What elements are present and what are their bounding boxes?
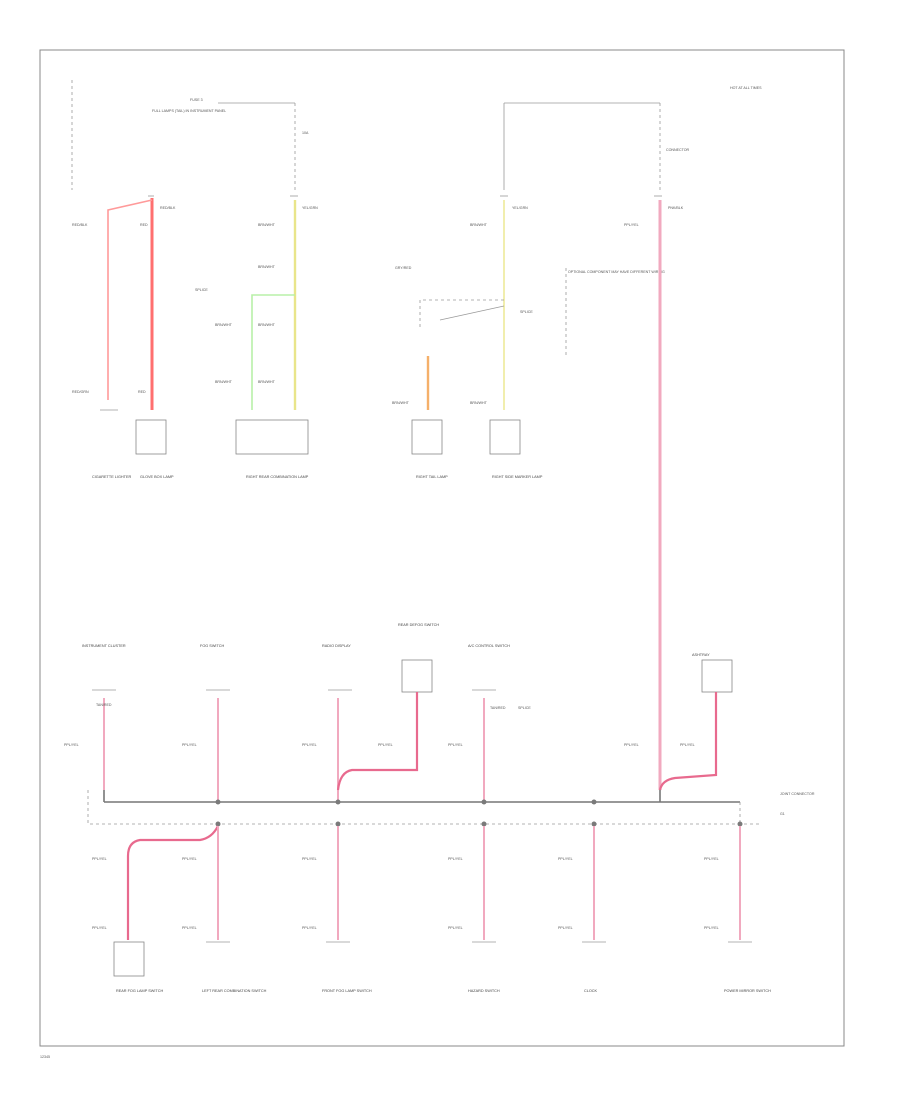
wire-label-combo-5: BRN/WHT: [258, 323, 276, 327]
side-marker-box: [489, 419, 521, 455]
wire-label-tail-top: GRY/RED: [395, 266, 412, 270]
wire-defog: [336, 692, 419, 791]
ashtray-box: [701, 659, 733, 693]
mid-label-ac-note: SPLICE: [518, 706, 531, 710]
bot-comp-3: HAZARD SWITCH: [468, 989, 500, 993]
wire-label-marker-bottom: BRN/WHT: [470, 401, 488, 405]
wire-tail-diag: [439, 305, 505, 321]
tail-lamp-box: [411, 419, 443, 455]
bot-comp-4: CLOCK: [584, 989, 598, 993]
mid-label-ashtray: PPL/YEL: [680, 743, 695, 747]
top-fuse-label: FUSE 3: [190, 98, 203, 102]
wire-label-tail-bottom: BRN/WHT: [392, 401, 410, 405]
wire-label-lighter-bottom: RED/GRN: [72, 390, 89, 394]
bot-comp-0: REAR FOG LAMP SWITCH: [116, 989, 163, 993]
top-comp-0: CIGARETTE LIGHTER: [92, 475, 131, 479]
top-comp-4: RIGHT SIDE MARKER LAMP: [492, 475, 543, 479]
bot-label-4a: PPL/YEL: [448, 857, 463, 861]
bot-label-3a: PPL/YEL: [302, 857, 317, 861]
glovebox-lamp-box: [135, 419, 167, 455]
ground-conn-label: JOINT CONNECTOR: [780, 792, 815, 796]
wire-tail-splice: [419, 299, 504, 330]
rear-combo-lamp-box: [235, 419, 309, 455]
ground-bus-outline: [87, 790, 760, 825]
rear-defog-switch-box: [401, 659, 433, 693]
wire-label-lighter: RED/BLK: [72, 223, 88, 227]
bot-label-2a: PPL/YEL: [182, 857, 197, 861]
bot-label-6a: PPL/YEL: [704, 857, 719, 861]
wire-label-combo-7: BRN/WHT: [258, 380, 276, 384]
bot-label-1b: PPL/YEL: [92, 926, 107, 930]
wire-label-marker-1: BRN/WHT: [470, 223, 488, 227]
hot-note-label: HOT AT ALL TIMES: [730, 86, 762, 90]
wire-label-marker-top: YEL/GRN: [512, 206, 528, 210]
bot-label-6b: PPL/YEL: [704, 926, 719, 930]
wire-label-pink-top: PNK/BLK: [668, 206, 684, 210]
mid-label-cluster: TAN/RED: [96, 703, 112, 707]
mid-comp-3: REAR DEFOG SWITCH: [398, 623, 439, 627]
rear-fog-switch-box: [113, 941, 145, 977]
diagram-frame: [39, 49, 845, 1047]
wire-lighter-red: [107, 199, 153, 400]
top-comp-2: RIGHT REAR COMBINATION LAMP: [246, 475, 309, 479]
wire-label-glovebox-bottom: RED: [138, 390, 146, 394]
wire-label-combo-1: BRN/WHT: [258, 223, 276, 227]
bot-comp-2: FRONT FOG LAMP SWITCH: [322, 989, 372, 993]
top-connector-label: CONNECTOR: [666, 148, 689, 152]
mid-comp-5: ASHTRAY: [692, 653, 710, 657]
page-number: 12345: [40, 1055, 50, 1059]
wire-rear-combo-green: [251, 294, 295, 410]
fuse-amp-label: 10A: [302, 131, 309, 135]
mid-label-ac-top: TAN/RED: [490, 706, 506, 710]
wire-label-glovebox: RED: [140, 223, 148, 227]
mid-label-radio: PPL/YEL: [302, 743, 317, 747]
top-comp-1: GLOVE BOX LAMP: [140, 475, 174, 479]
options-note: OPTIONAL COMPONENT MAY HAVE DIFFERENT WI…: [568, 270, 665, 274]
mid-comp-1: FOG SWITCH: [200, 644, 225, 648]
ground-nodes: [215, 799, 743, 827]
wire-label-glovebox-top: RED/BLK: [160, 206, 176, 210]
mid-label-pink: PPL/YEL: [624, 743, 639, 747]
wire-label-combo-2: BRN/WHT: [258, 265, 276, 269]
mid-label-ac: PPL/YEL: [448, 743, 463, 747]
bot-label-2b: PPL/YEL: [182, 926, 197, 930]
mid-label-defog: PPL/YEL: [378, 743, 393, 747]
wire-rear-fog: [126, 825, 219, 940]
wire-label-combo-3: SPLICE: [195, 288, 208, 292]
mid-comp-0: INSTRUMENT CLUSTER: [82, 644, 126, 648]
wire-label-combo-4: BRN/WHT: [215, 323, 233, 327]
mid-comp-2: RADIO DISPLAY: [322, 644, 351, 648]
bot-label-4b: PPL/YEL: [448, 926, 463, 930]
wire-label-pink-1: PPL/YEL: [624, 223, 639, 227]
top-fuse-desc: FULL LAMPS (TAIL) IN INSTRUMENT PANEL: [152, 109, 226, 113]
wire-label-combo-top: YEL/GRN: [302, 206, 318, 210]
wire-ashtray: [658, 692, 718, 791]
splice-note: SPLICE: [520, 310, 533, 314]
bot-label-5b: PPL/YEL: [558, 926, 573, 930]
top-component-boxes: [100, 409, 521, 455]
bot-comp-1: LEFT REAR COMBINATION SWITCH: [202, 989, 267, 993]
ground-code-label: G1: [780, 812, 785, 816]
bot-label-3b: PPL/YEL: [302, 926, 317, 930]
wire-label-combo-6: BRN/WHT: [215, 380, 233, 384]
top-comp-3: RIGHT TAIL LAMP: [416, 475, 448, 479]
mid-comp-4: A/C CONTROL SWITCH: [468, 644, 510, 648]
mid-label-cluster-2: PPL/YEL: [64, 743, 79, 747]
mid-label-fog: PPL/YEL: [182, 743, 197, 747]
bot-comp-5: POWER MIRROR SWITCH: [724, 989, 771, 993]
bot-label-1a: PPL/YEL: [92, 857, 107, 861]
bot-label-5a: PPL/YEL: [558, 857, 573, 861]
